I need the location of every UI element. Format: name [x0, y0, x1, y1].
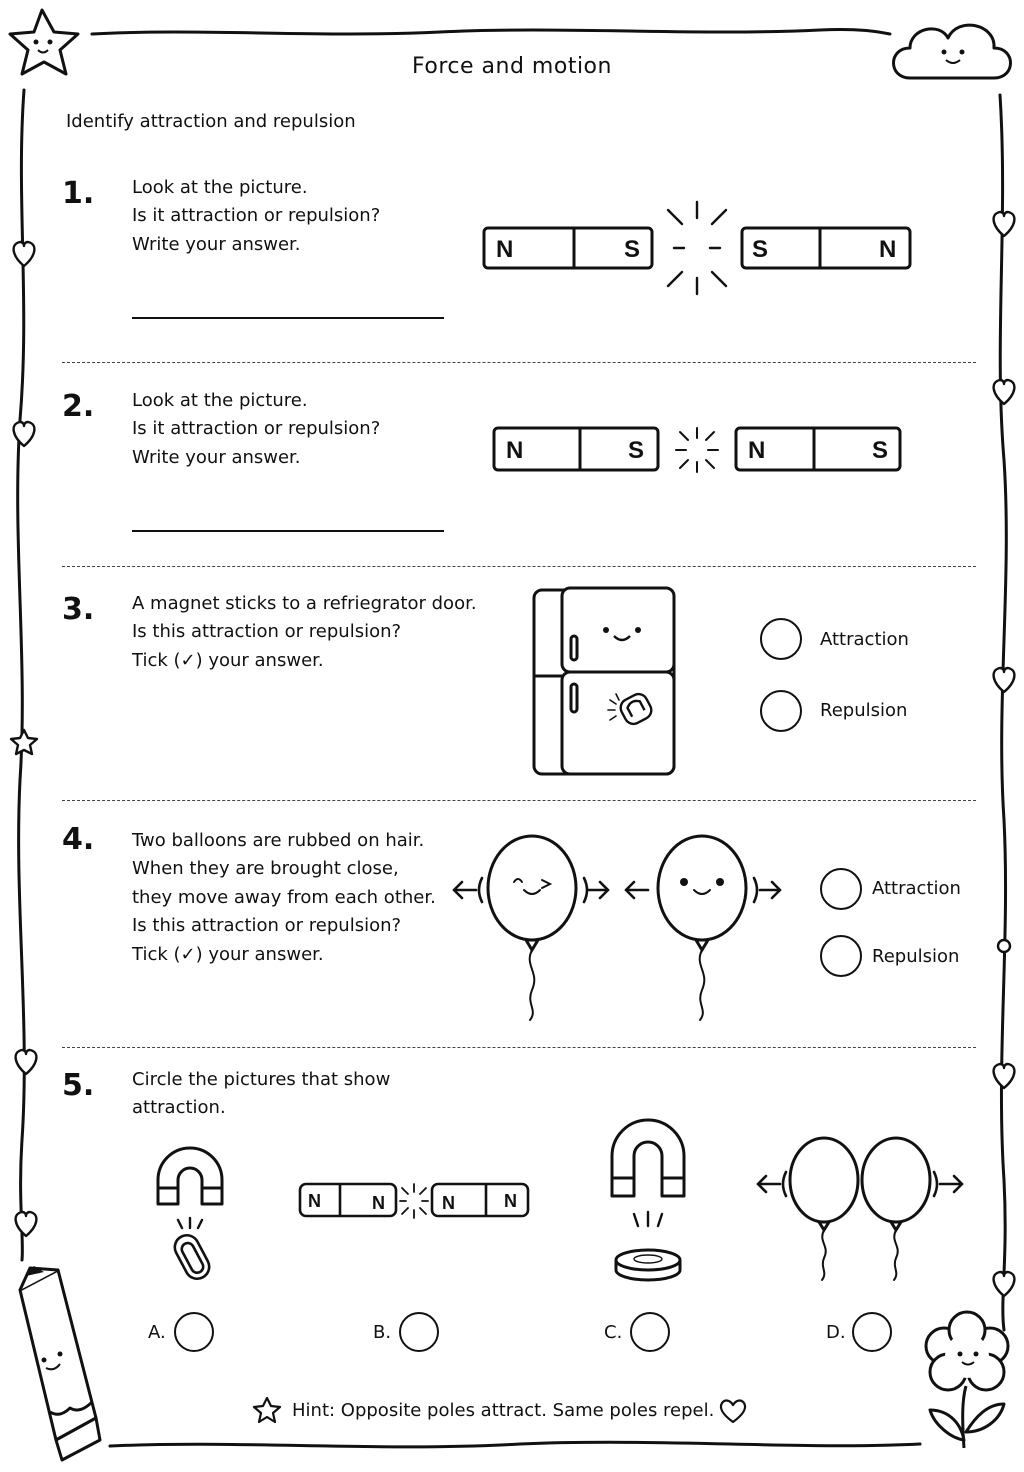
magnet-4-left-pole: N [748, 437, 765, 464]
option-attraction-checkbox[interactable] [760, 618, 802, 660]
magnet-b1-right-pole: N [372, 1193, 385, 1213]
horseshoe-magnet-coin [610, 1118, 686, 1282]
refrigerator-with-magnet [532, 586, 676, 776]
magnet-b2-left-pole: N [442, 1193, 455, 1213]
question-1-number: 1. [62, 176, 95, 211]
choice-d-label: D. [826, 1322, 846, 1343]
section-divider [62, 362, 976, 363]
option-repulsion-label: Repulsion [872, 946, 960, 967]
option-repulsion-checkbox[interactable] [820, 935, 862, 977]
horseshoe-magnet-paperclip [156, 1146, 224, 1281]
balloons-repelling [452, 834, 782, 1021]
choice-a-label: A. [148, 1322, 166, 1343]
magnets-north-north: N N N N [298, 1182, 530, 1219]
hint-text: Hint: Opposite poles attract. Same poles… [292, 1400, 715, 1421]
magnet-1-right-pole: S [624, 236, 640, 263]
heart-icon [719, 1399, 747, 1424]
magnet-1-left-pole: N [496, 236, 513, 263]
page-title: Force and motion [412, 54, 612, 79]
magnet-4-right-pole: S [872, 437, 888, 464]
magnet-2-right-pole: N [879, 236, 896, 263]
magnet-3-right-pole: S [628, 437, 644, 464]
choice-d-circle[interactable] [852, 1312, 892, 1352]
answer-line-2[interactable] [132, 530, 444, 532]
magnet-3-left-pole: N [506, 437, 523, 464]
question-2-text: Look at the picture. Is it attraction or… [132, 390, 381, 468]
choice-c-circle[interactable] [630, 1312, 670, 1352]
section-divider [62, 1047, 976, 1048]
star-icon [252, 1396, 282, 1424]
question-2-number: 2. [62, 389, 95, 424]
question-1-text: Look at the picture. Is it attraction or… [132, 177, 381, 255]
choice-a-circle[interactable] [174, 1312, 214, 1352]
magnet-b2-right-pole: N [504, 1191, 517, 1211]
option-attraction-label: Attraction [872, 878, 961, 899]
question-3-text: A magnet sticks to a refriegrator door. … [132, 593, 477, 671]
choice-b-circle[interactable] [399, 1312, 439, 1352]
page-subtitle: Identify attraction and repulsion [66, 111, 356, 132]
option-repulsion-checkbox[interactable] [760, 690, 802, 732]
option-attraction-checkbox[interactable] [820, 868, 862, 910]
choice-b-label: B. [373, 1322, 392, 1343]
question-4-text: Two balloons are rubbed on hair. When th… [132, 830, 436, 965]
answer-line-1[interactable] [132, 317, 444, 319]
magnets-opposite-poles: N S S N [482, 200, 912, 296]
question-5-text: Circle the pictures that show attraction… [132, 1069, 391, 1119]
question-3-number: 3. [62, 592, 95, 627]
section-divider [62, 800, 976, 801]
question-4-number: 4. [62, 822, 95, 857]
choice-c-label: C. [604, 1322, 623, 1343]
question-5-number: 5. [62, 1068, 95, 1103]
option-attraction-label: Attraction [820, 629, 909, 650]
magnet-b1-left-pole: N [308, 1191, 321, 1211]
section-divider [62, 566, 976, 567]
balloons-apart [756, 1136, 964, 1281]
magnet-2-left-pole: S [752, 236, 768, 263]
option-repulsion-label: Repulsion [820, 700, 908, 721]
magnets-same-poles: N S N S [492, 426, 902, 473]
